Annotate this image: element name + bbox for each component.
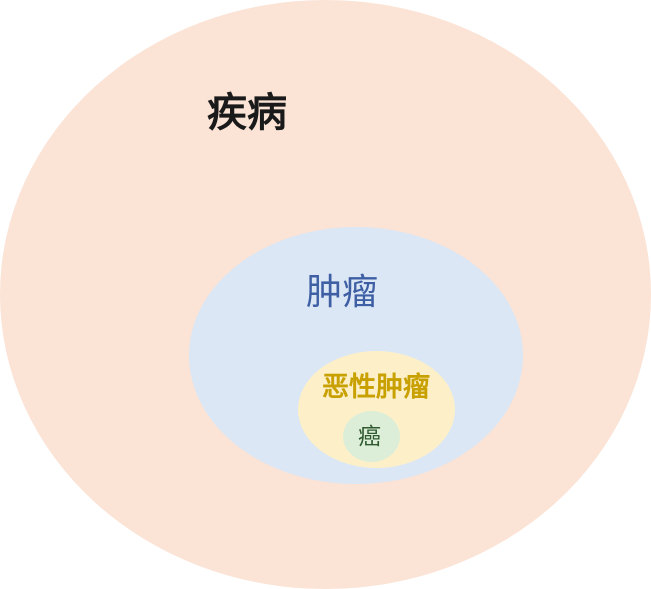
label-malignant-tumor: 恶性肿瘤 — [322, 372, 430, 403]
region-cancer — [343, 411, 400, 462]
label-disease: 疾病 — [207, 89, 287, 136]
label-cancer: 癌 — [358, 424, 381, 450]
label-tumor: 肿瘤 — [306, 272, 379, 313]
